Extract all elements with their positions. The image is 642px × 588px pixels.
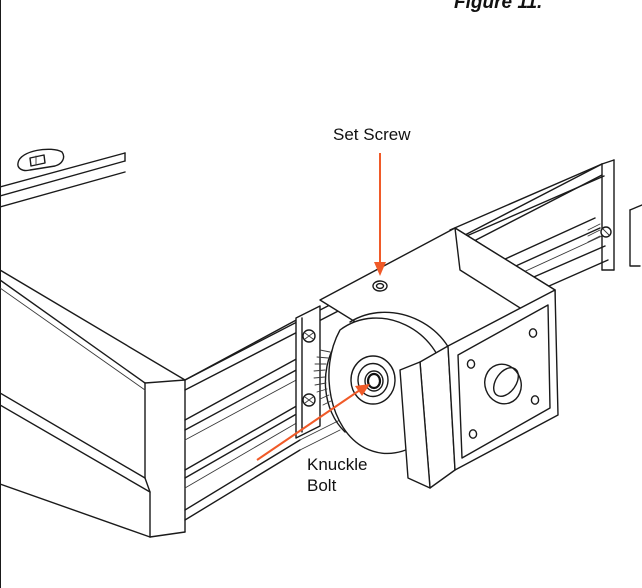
knuckle-bolt-arrow [256, 389, 361, 461]
mounting-block [399, 289, 559, 489]
knuckle-bolt-label-line1: Knuckle [307, 455, 368, 474]
callout-arrows [256, 153, 386, 461]
chassis-body [0, 152, 186, 538]
left-border-line [0, 0, 1, 588]
rail-extrusion [184, 159, 642, 521]
handle-detail [17, 148, 65, 172]
figure-title: Figure 11. [454, 0, 543, 13]
set-screw-label: Set Screw [333, 125, 411, 144]
knuckle-bolt-label: Knuckle Bolt [307, 454, 367, 496]
knuckle-bolt-label-line2: Bolt [307, 476, 337, 495]
mounting-plate [295, 305, 321, 439]
set-screw-arrowhead [374, 262, 386, 276]
knuckle-bolt-arrowhead [355, 384, 370, 396]
